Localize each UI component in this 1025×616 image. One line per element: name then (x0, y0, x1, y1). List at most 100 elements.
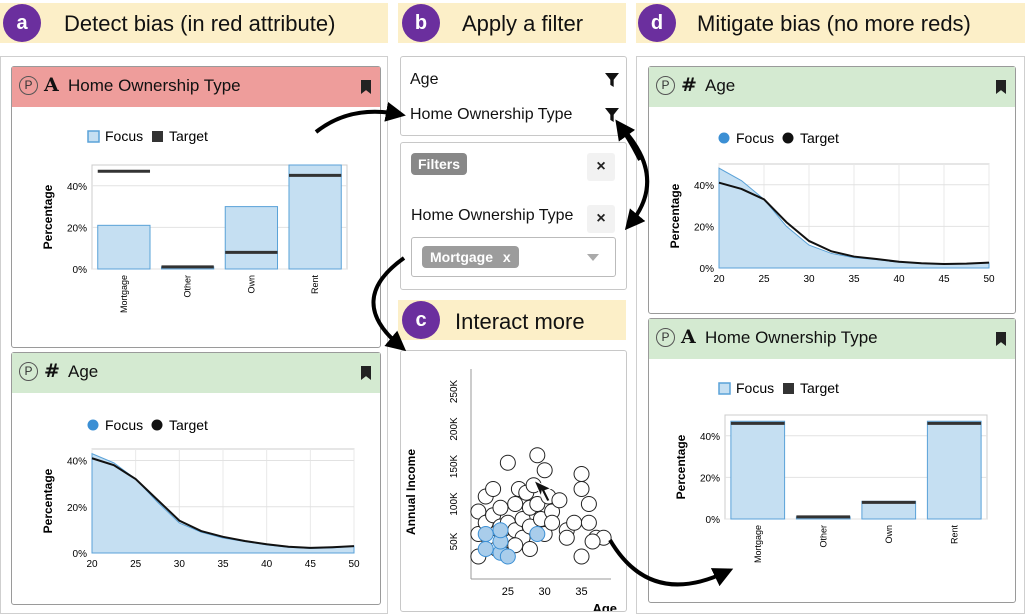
bar-focus (730, 420, 786, 520)
legend-focus-label: Focus (736, 130, 774, 146)
x-tick-label: 30 (174, 559, 186, 570)
scatter-point (566, 514, 583, 531)
card-header: P # Age (12, 353, 380, 393)
p-badge[interactable]: P (19, 76, 38, 95)
legend-focus-swatch (87, 130, 100, 143)
scatter-point (584, 533, 601, 550)
x-tick-label: 20 (86, 559, 98, 570)
step-a-banner (0, 3, 388, 43)
close-filters-button[interactable]: × (587, 153, 615, 181)
p-badge[interactable]: P (656, 328, 675, 347)
filters-label: Filters (411, 153, 468, 175)
x-tick-label: 25 (502, 586, 514, 598)
y-tick-label: 200K (449, 417, 460, 441)
filter-value-select[interactable]: Mortgage x (411, 237, 616, 277)
remove-filter-button[interactable]: × (587, 205, 615, 233)
card-home-ownership-biased: P A Home Ownership Type Focus Target 0% 20%… (11, 66, 381, 348)
x-tick-label: 25 (758, 274, 770, 285)
bookmark-icon[interactable] (996, 80, 1006, 94)
x-tick-label: 45 (305, 559, 317, 570)
bookmark-icon[interactable] (361, 80, 371, 94)
x-tick-label: Mortgage (119, 275, 129, 313)
y-tick-label: 150K (449, 454, 460, 478)
x-tick-label: 35 (575, 586, 587, 598)
x-tick-label: 35 (848, 274, 860, 285)
scatter-point (470, 503, 487, 520)
funnel-icon[interactable] (605, 73, 619, 87)
scatter-point (507, 537, 524, 554)
y-tick-label: 50K (449, 532, 460, 550)
x-tick-label: Rent (310, 275, 320, 295)
x-tick-label: 30 (803, 274, 815, 285)
numeric-type-icon: # (681, 74, 697, 96)
p-badge[interactable]: P (19, 362, 38, 381)
y-tick-label: 250K (449, 379, 460, 403)
bookmark-icon[interactable] (996, 332, 1006, 346)
x-tick-label: 50 (983, 274, 995, 285)
x-tick-label: Own (884, 525, 894, 544)
bar-focus (97, 224, 151, 270)
scatter-point (580, 514, 597, 531)
y-tick-label: 20% (67, 223, 87, 234)
y-tick-label: 20% (700, 473, 720, 484)
y-tick-label: 20% (67, 503, 87, 514)
y-tick-label: 0% (700, 264, 715, 275)
scatter-point (521, 541, 538, 557)
step-d-banner (636, 3, 1025, 43)
legend-target-swatch (151, 419, 163, 431)
card-header: P A Home Ownership Type (12, 67, 380, 107)
funnel-icon[interactable] (605, 108, 619, 122)
scatter-point (529, 496, 546, 512)
attribute-age[interactable]: Age (410, 71, 439, 88)
y-tick-label: 100K (449, 492, 460, 516)
legend-target-swatch (152, 131, 163, 142)
legend-focus-swatch (718, 132, 730, 144)
x-tick-label: Other (818, 525, 828, 548)
step-c-badge: c (402, 301, 440, 339)
scatter-point (492, 499, 509, 516)
legend-focus-label: Focus (105, 417, 143, 433)
x-tick-label: 30 (539, 586, 551, 598)
bookmark-icon[interactable] (361, 366, 371, 380)
legend-target-label: Target (169, 417, 208, 433)
y-tick-label: 0% (73, 265, 88, 276)
caret-down-icon[interactable] (587, 254, 599, 261)
x-tick-label: 20 (713, 274, 725, 285)
x-tick-label: 50 (348, 559, 360, 570)
scatter-point (507, 496, 524, 512)
remove-value-icon[interactable]: x (502, 249, 511, 265)
legend-focus-swatch (718, 382, 731, 395)
numeric-type-icon: # (44, 360, 60, 382)
scatter-point (529, 447, 546, 464)
legend-target-label: Target (169, 128, 208, 144)
categorical-type-icon: A (681, 326, 696, 348)
legend-focus-label: Focus (105, 128, 143, 144)
x-tick-label: 35 (217, 559, 229, 570)
p-badge[interactable]: P (656, 76, 675, 95)
y-axis-label: Percentage (41, 184, 55, 249)
y-tick-label: 40% (67, 457, 87, 468)
legend-focus-label: Focus (736, 380, 774, 396)
step-c-title: Interact more (455, 309, 585, 334)
scatter-point-focus (529, 526, 546, 542)
bar-focus (861, 500, 917, 520)
x-tick-label: 45 (938, 274, 950, 285)
legend-focus-swatch (87, 419, 99, 431)
step-a-badge: a (3, 4, 41, 42)
scatter-point (573, 481, 590, 497)
scatter-point (580, 496, 597, 512)
card-title: Home Ownership Type (705, 328, 878, 347)
attribute-home-ownership[interactable]: Home Ownership Type (410, 106, 573, 123)
step-a-title: Detect bias (in red attribute) (64, 11, 336, 36)
y-tick-label: 0% (73, 549, 88, 560)
scatter-point (499, 454, 516, 471)
step-d-badge: d (638, 4, 676, 42)
y-tick-label: 40% (694, 181, 714, 192)
